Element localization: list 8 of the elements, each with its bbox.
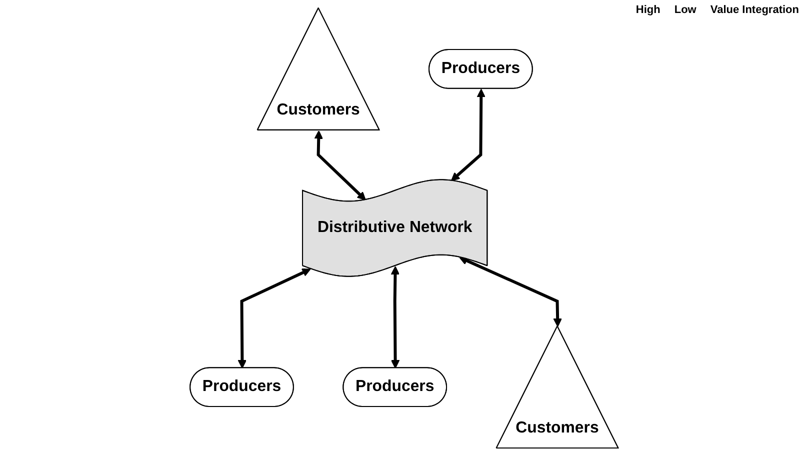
arrow (451, 88, 486, 182)
axis-label: High (636, 4, 660, 16)
arrow (391, 266, 400, 369)
arrow (459, 256, 562, 327)
arrow (314, 130, 366, 200)
arrow (238, 268, 312, 369)
axis-label: Low (674, 4, 696, 16)
axis-label: Value Integration (710, 4, 799, 16)
